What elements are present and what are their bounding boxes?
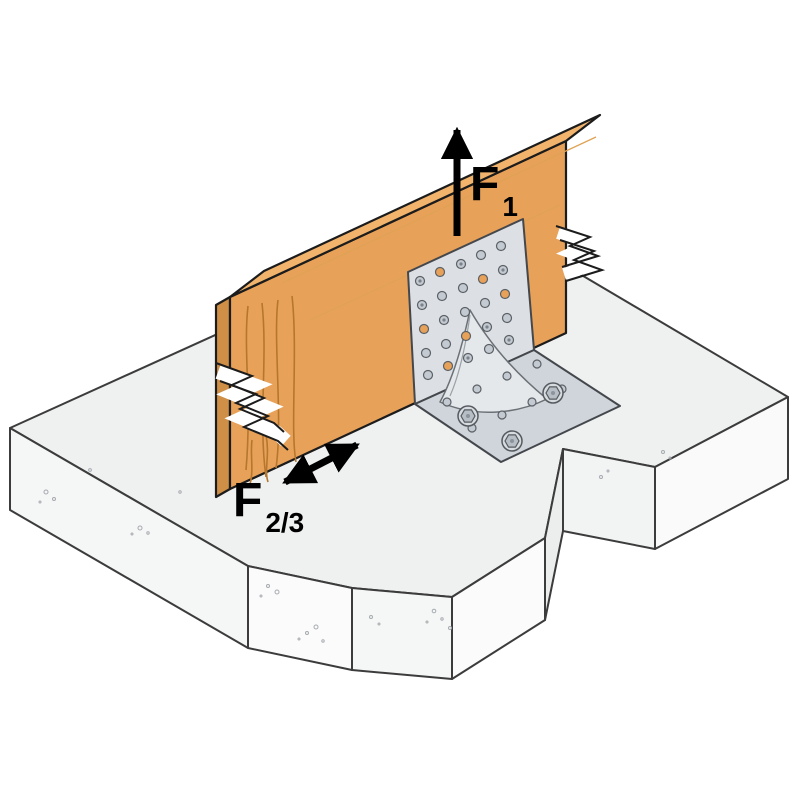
anchor-bolt — [542, 382, 564, 404]
concrete-face-left — [9, 427, 249, 649]
concrete-speckles — [38, 450, 672, 643]
bracket-plate-holes — [414, 240, 515, 381]
beam-break-left — [215, 362, 291, 451]
angle-bracket — [407, 218, 621, 463]
anchor-bolt — [457, 405, 479, 427]
anchor-bolt — [501, 430, 523, 452]
bracket-plate-nail-heads — [418, 262, 511, 360]
timber-beam — [214, 113, 620, 499]
concrete-face-notch-back — [562, 448, 656, 550]
concrete-face-front-mid — [351, 587, 453, 680]
force-arrow-f23 — [282, 441, 360, 486]
bracket-rib-ridge — [449, 314, 471, 397]
beam-break-right — [555, 225, 620, 282]
